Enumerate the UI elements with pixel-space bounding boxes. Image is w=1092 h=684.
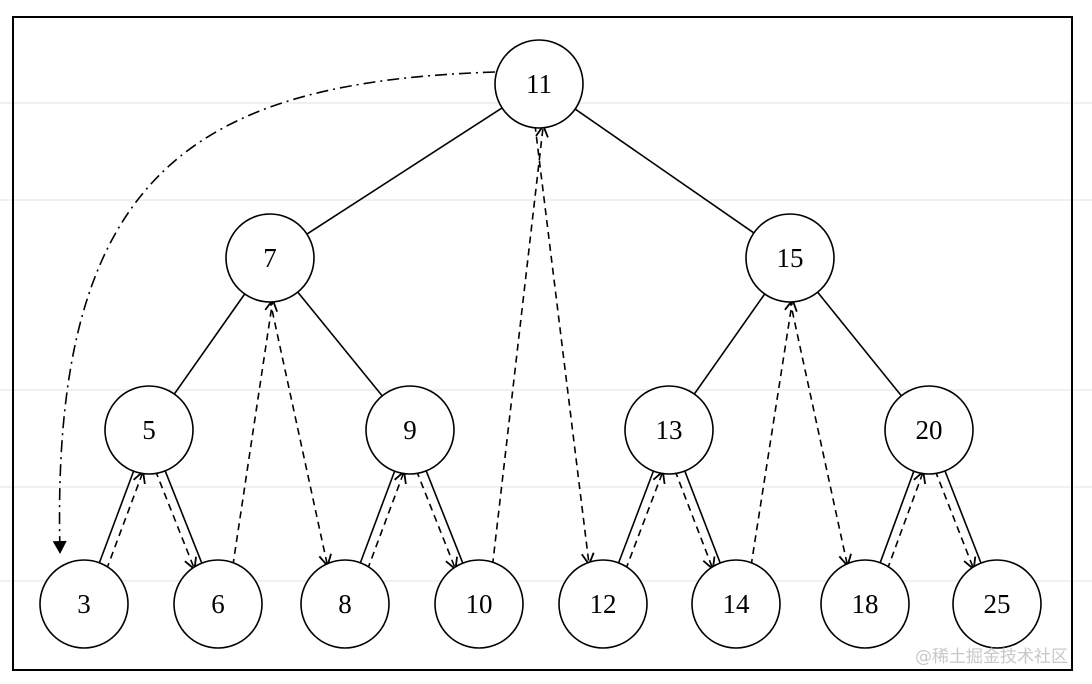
traversal-arrow-5-6 bbox=[154, 470, 197, 571]
traversal-start-arrow bbox=[52, 71, 496, 554]
node-label: 13 bbox=[656, 415, 683, 445]
tree-node-14: 14 bbox=[691, 559, 781, 649]
tree-edges bbox=[98, 107, 982, 564]
tree-edge-5-6 bbox=[164, 470, 203, 564]
tree-node-9: 9 bbox=[365, 385, 455, 475]
tree-node-11: 11 bbox=[494, 39, 584, 129]
traversal-arrow-9-10 bbox=[415, 470, 458, 571]
tree-node-13: 13 bbox=[624, 385, 714, 475]
traversal-arrow-20-25 bbox=[934, 470, 977, 571]
traversal-arrow-18-20 bbox=[886, 469, 927, 570]
tree-edge-7-5 bbox=[173, 293, 246, 395]
node-circle bbox=[745, 213, 835, 303]
traversal-arrow-6-7 bbox=[232, 298, 278, 566]
node-label: 20 bbox=[916, 415, 943, 445]
tree-node-10: 10 bbox=[434, 559, 524, 649]
node-label: 7 bbox=[263, 243, 277, 273]
node-label: 6 bbox=[211, 589, 225, 619]
node-circle bbox=[952, 559, 1042, 649]
traversal-arrow-10-11 bbox=[491, 123, 549, 566]
tree-edge-13-12 bbox=[617, 470, 655, 564]
watermark: @稀土掘金技术社区 bbox=[915, 647, 1068, 667]
tree-edge-15-13 bbox=[693, 293, 766, 395]
node-circle bbox=[624, 385, 714, 475]
node-circle bbox=[39, 559, 129, 649]
node-circle bbox=[365, 385, 455, 475]
tree-node-18: 18 bbox=[820, 559, 910, 649]
node-label: 11 bbox=[526, 69, 552, 99]
traversal-arrow-14-15 bbox=[750, 298, 798, 566]
node-circle bbox=[820, 559, 910, 649]
tree-node-8: 8 bbox=[300, 559, 390, 649]
node-circle bbox=[225, 213, 315, 303]
tree-edge-7-9 bbox=[297, 291, 383, 397]
traversal-arrow-15-18 bbox=[788, 298, 852, 568]
tree-node-7: 7 bbox=[225, 213, 315, 303]
node-label: 9 bbox=[403, 415, 417, 445]
tree-node-15: 15 bbox=[745, 213, 835, 303]
node-circle bbox=[104, 385, 194, 475]
node-label: 12 bbox=[590, 589, 617, 619]
node-circle bbox=[494, 39, 584, 129]
node-circle bbox=[173, 559, 263, 649]
node-label: 18 bbox=[852, 589, 879, 619]
tree-edge-20-18 bbox=[879, 471, 915, 563]
node-label: 5 bbox=[142, 415, 156, 445]
node-label: 15 bbox=[777, 243, 804, 273]
tree-node-25: 25 bbox=[952, 559, 1042, 649]
traversal-arrow-11-12 bbox=[534, 124, 595, 567]
tree-nodes: 11 7 15 5 9 13 20 3 6 8 10 12 14 18 25 bbox=[39, 39, 1042, 649]
node-label: 3 bbox=[77, 589, 91, 619]
node-label: 10 bbox=[466, 589, 493, 619]
node-circle bbox=[884, 385, 974, 475]
traversal-arrow-8-9 bbox=[366, 469, 407, 570]
node-circle bbox=[691, 559, 781, 649]
background-grid bbox=[0, 102, 1092, 582]
traversal-arrow-7-8 bbox=[268, 298, 332, 568]
diagram-frame bbox=[12, 16, 1073, 671]
tree-edge-13-14 bbox=[684, 470, 721, 564]
node-circle bbox=[558, 559, 648, 649]
traversal-arrow-3-5 bbox=[105, 469, 146, 570]
tree-edge-20-25 bbox=[944, 470, 982, 564]
node-circle bbox=[300, 559, 390, 649]
tree-edge-5-3 bbox=[98, 470, 135, 564]
tree-node-20: 20 bbox=[884, 385, 974, 475]
tree-node-5: 5 bbox=[104, 385, 194, 475]
traversal-arrow-13-14 bbox=[674, 470, 716, 571]
tree-edge-11-15 bbox=[574, 108, 755, 234]
tree-node-3: 3 bbox=[39, 559, 129, 649]
tree-node-6: 6 bbox=[173, 559, 263, 649]
node-label: 25 bbox=[984, 589, 1011, 619]
node-label: 8 bbox=[338, 589, 352, 619]
traversal-arrow-12-13 bbox=[624, 469, 666, 571]
tree-node-12: 12 bbox=[558, 559, 648, 649]
tree-edge-11-7 bbox=[306, 107, 503, 235]
tree-edge-15-20 bbox=[817, 291, 902, 397]
node-label: 14 bbox=[723, 589, 751, 619]
tree-edge-9-8 bbox=[359, 470, 396, 564]
node-circle bbox=[434, 559, 524, 649]
tree-edge-9-10 bbox=[425, 470, 464, 564]
traversal-arrows bbox=[52, 71, 977, 571]
